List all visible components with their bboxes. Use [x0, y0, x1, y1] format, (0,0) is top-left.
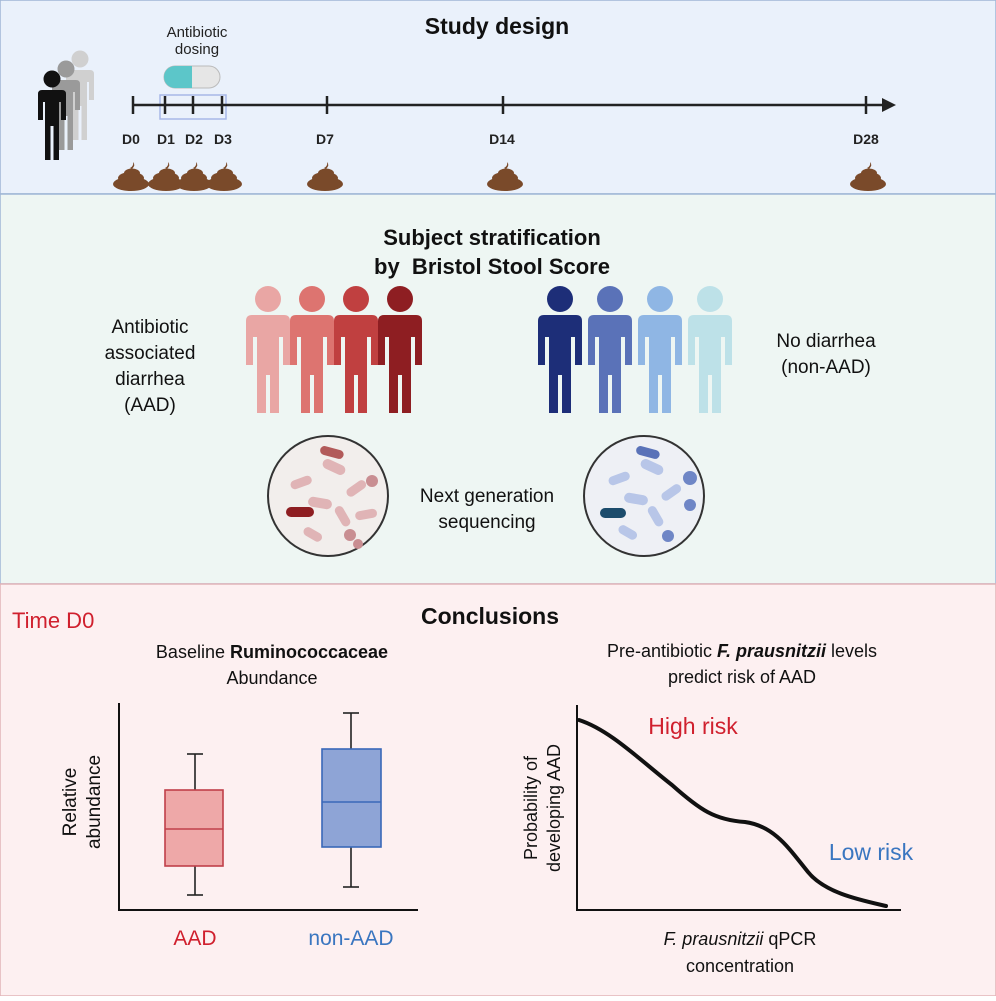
boxplot-title-line2: Abundance	[226, 668, 317, 688]
low-risk-label: Low risk	[829, 839, 914, 865]
stratification-title-line2: by Bristol Stool Score	[374, 254, 610, 279]
day-label: D28	[853, 131, 879, 147]
svg-text:Probability of: Probability of	[521, 755, 541, 860]
aad-bacteria-dish-icon	[267, 435, 389, 557]
curve-ylabel: Probability of developing AAD	[521, 744, 564, 872]
stratification-title-line1: Subject stratification	[383, 225, 601, 250]
dosing-label-line1: Antibiotic	[167, 24, 228, 41]
timeline-ticks	[131, 96, 868, 114]
day-label: D0	[122, 131, 140, 147]
day-label: D1	[157, 131, 175, 147]
ngs-label-line2: sequencing	[438, 512, 535, 533]
svg-text:diarrhea: diarrhea	[115, 369, 185, 390]
conclusions-title: Conclusions	[421, 603, 559, 629]
box-aad	[164, 753, 224, 896]
nonaad-bacteria-dish-icon	[583, 435, 705, 557]
svg-text:Antibiotic: Antibiotic	[111, 317, 188, 338]
box-nonaad	[321, 712, 382, 888]
aad-group-label: Antibiotic associated diarrhea (AAD)	[105, 317, 196, 416]
group-label-aad: AAD	[173, 927, 216, 950]
day-label: D7	[316, 131, 334, 147]
stratification-panel	[0, 193, 996, 585]
boxplot-axes	[118, 703, 418, 911]
capsule-icon	[163, 65, 221, 89]
svg-text:(AAD): (AAD)	[124, 395, 176, 416]
curve-xlabel-line2: concentration	[686, 956, 794, 976]
curve-title-line2: predict risk of AAD	[668, 667, 816, 687]
curve-title-line1: Pre-antibiotic F. prausnitzii levels	[607, 641, 877, 661]
curve-axes	[576, 705, 901, 911]
svg-text:abundance: abundance	[84, 755, 105, 849]
high-risk-label: High risk	[648, 713, 738, 739]
day-labels: D0 D1 D2 D3 D7 D14 D28	[122, 131, 879, 147]
curve-xlabel-line1: F. prausnitzii qPCR	[664, 929, 817, 949]
timeline-arrow	[882, 98, 896, 112]
svg-text:Relative: Relative	[60, 768, 81, 837]
time-label: Time D0	[12, 608, 94, 633]
boxplot-title-line1: Baseline Ruminococcaceae	[156, 642, 388, 662]
svg-text:No diarrhea: No diarrhea	[776, 331, 876, 352]
boxplot-ylabel: Relative abundance	[60, 755, 105, 849]
dosing-label-line2: dosing	[175, 41, 219, 58]
group-label-nonaad: non-AAD	[308, 927, 393, 950]
risk-curve	[577, 718, 888, 908]
svg-text:associated: associated	[105, 343, 196, 364]
nonaad-group-label: No diarrhea (non-AAD)	[776, 331, 876, 378]
study-design-title: Study design	[425, 13, 569, 39]
dosing-window	[159, 94, 227, 120]
day-label: D3	[214, 131, 232, 147]
svg-text:(non-AAD): (non-AAD)	[781, 357, 871, 378]
day-label: D2	[185, 131, 203, 147]
day-label: D14	[489, 131, 515, 147]
svg-text:developing AAD: developing AAD	[544, 744, 564, 872]
ngs-label-line1: Next generation	[420, 486, 554, 507]
